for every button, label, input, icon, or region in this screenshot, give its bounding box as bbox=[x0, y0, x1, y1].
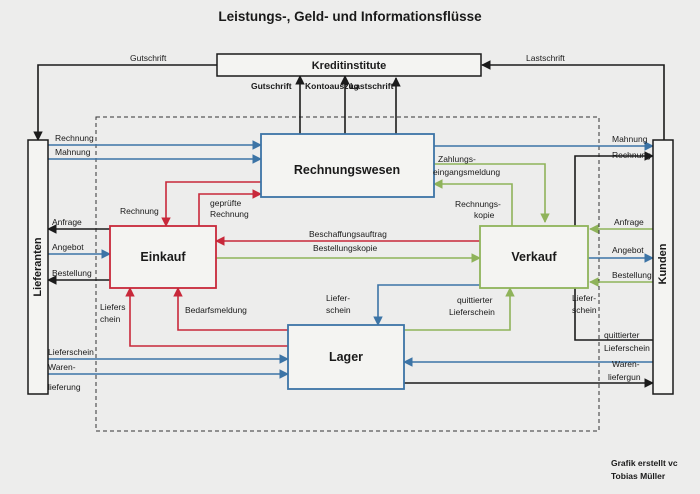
label-rechnung-left: Rechnung bbox=[55, 133, 94, 143]
rechnungswesen-label: Rechnungswesen bbox=[294, 163, 400, 177]
label-anfrage-left: Anfrage bbox=[52, 217, 82, 227]
label-warenlieferung-right-2: liefergun bbox=[608, 372, 641, 382]
company-boundary bbox=[95, 116, 600, 432]
label-beschaffungsauftrag: Beschaffungsauftrag bbox=[309, 229, 387, 239]
label-angebot-left: Angebot bbox=[52, 242, 84, 252]
label-rechnungskopie-2: kopie bbox=[474, 210, 495, 220]
label-gutschrift-bank: Gutschrift bbox=[251, 81, 292, 91]
label-rechnung-right: Rechnung bbox=[612, 150, 651, 160]
label-gutschrift-top: Gutschrift bbox=[130, 53, 167, 63]
label-quittierter-2: Lieferschein bbox=[449, 307, 495, 317]
label-lieferschein-left: Lieferschein bbox=[48, 347, 94, 357]
flow-labels: Gutschrift Lastschrift Gutschrift Kontoa… bbox=[48, 53, 652, 392]
einkauf-label: Einkauf bbox=[140, 250, 186, 264]
green-flows bbox=[216, 163, 653, 331]
flow-quittierter-lieferschein bbox=[404, 287, 515, 331]
label-lastschrift-top: Lastschrift bbox=[526, 53, 565, 63]
label-bestellungskopie: Bestellungskopie bbox=[313, 243, 378, 253]
lager-label: Lager bbox=[329, 350, 363, 364]
lieferanten-label: Lieferanten bbox=[32, 237, 44, 297]
label-angebot-right: Angebot bbox=[612, 245, 644, 255]
label-bedarfsmeldung: Bedarfsmeldung bbox=[185, 305, 247, 315]
kunden-box: Kunden bbox=[652, 139, 674, 395]
label-gepruefte-2: Rechnung bbox=[210, 209, 249, 219]
label-mahnung-right: Mahnung bbox=[612, 134, 648, 144]
label-lieferschein-vk-2: schein bbox=[326, 305, 351, 315]
label-lieferschein-ek-2: chein bbox=[100, 314, 121, 324]
kreditinstitute-label: Kreditinstitute bbox=[312, 60, 387, 72]
label-quittierter-1: quittierter bbox=[457, 295, 493, 305]
label-lieferschein-vk-1: Liefer- bbox=[326, 293, 350, 303]
label-lieferschein-ek-1: Liefers bbox=[100, 302, 126, 312]
flow-bedarfsmeldung bbox=[173, 287, 288, 331]
label-rechnungskopie-1: Rechnungs- bbox=[455, 199, 501, 209]
label-lieferschein-right-1: Liefer- bbox=[572, 293, 596, 303]
verkauf-box: Verkauf bbox=[479, 225, 589, 289]
credit-line-2: Tobias Müller bbox=[611, 471, 666, 481]
flow-lieferschein-verkauf bbox=[373, 284, 480, 326]
label-bestellung-right: Bestellung bbox=[612, 270, 652, 280]
credit-line-1: Grafik erstellt vc bbox=[611, 458, 678, 468]
label-lieferschein-right-2: schein bbox=[572, 305, 597, 315]
rechnungswesen-box: Rechnungswesen bbox=[260, 133, 435, 198]
flow-gepruefte-rechnung bbox=[198, 189, 262, 226]
kunden-label: Kunden bbox=[657, 243, 669, 284]
label-quittierter-right-2: Lieferschein bbox=[604, 343, 650, 353]
einkauf-box: Einkauf bbox=[109, 225, 217, 289]
label-zahlungs-1: Zahlungs- bbox=[438, 154, 476, 164]
label-zahlungs-2: eingangsmeldung bbox=[433, 167, 500, 177]
label-warenlieferung-left-2: lieferung bbox=[48, 382, 81, 392]
red-flows bbox=[125, 181, 480, 347]
diagram-title: Leistungs-, Geld- und Informationsflüsse bbox=[218, 9, 482, 24]
label-warenlieferung-left-1: Waren- bbox=[48, 362, 76, 372]
blue-flows bbox=[48, 140, 654, 379]
lieferanten-box: Lieferanten bbox=[27, 139, 49, 395]
flow-gutschrift-top bbox=[33, 64, 217, 141]
flow-lastschrift-top bbox=[481, 60, 665, 140]
label-anfrage-right: Anfrage bbox=[614, 217, 644, 227]
label-gepruefte-1: geprüfte bbox=[210, 198, 241, 208]
flow-rechnungskopie bbox=[433, 179, 513, 226]
flow-rechnung-einkauf bbox=[161, 181, 261, 227]
flow-lieferschein-einkauf bbox=[125, 287, 288, 347]
kreditinstitute-box: Kreditinstitute bbox=[216, 53, 482, 77]
label-lastschrift-bank: Lastschrift bbox=[350, 81, 394, 91]
label-warenlieferung-right-1: Waren- bbox=[612, 359, 640, 369]
flow-rw-kunden bbox=[574, 151, 654, 226]
label-mahnung-left: Mahnung bbox=[55, 147, 91, 157]
verkauf-label: Verkauf bbox=[511, 250, 557, 264]
label-bestellung-left: Bestellung bbox=[52, 268, 92, 278]
label-quittierter-right-1: quittierter bbox=[604, 330, 640, 340]
label-kontoauszug: Kontoauszug bbox=[305, 81, 359, 91]
label-rechnung-einkauf: Rechnung bbox=[120, 206, 159, 216]
lager-box: Lager bbox=[287, 324, 405, 390]
flow-zahlungseingang bbox=[434, 163, 550, 223]
